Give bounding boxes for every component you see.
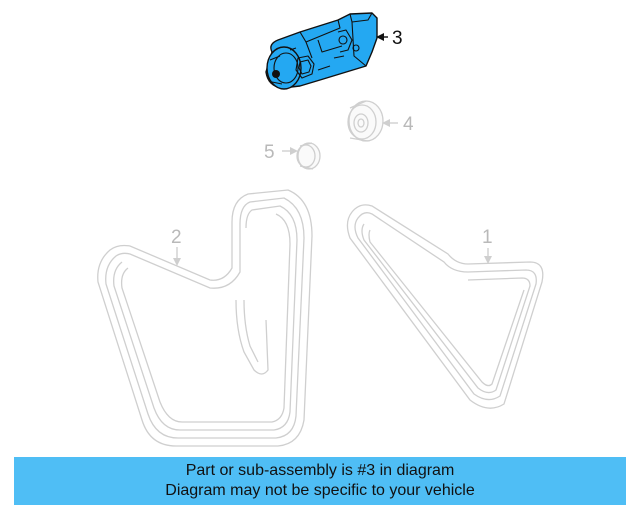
- banner-line-disclaimer: Diagram may not be specific to your vehi…: [165, 482, 475, 499]
- small-pulley[interactable]: [296, 142, 321, 170]
- belt-left[interactable]: [97, 189, 313, 447]
- callout-4-label[interactable]: 4: [403, 114, 414, 135]
- callout-1-leader: [484, 248, 492, 264]
- idler-pulley[interactable]: [347, 100, 384, 142]
- callout-2-leader: [173, 247, 181, 266]
- belt-right[interactable]: [346, 204, 544, 409]
- callout-2-label[interactable]: 2: [171, 227, 182, 248]
- callout-5-leader: [282, 147, 298, 155]
- callout-1-label[interactable]: 1: [482, 227, 493, 248]
- callout-4-leader: [382, 119, 398, 127]
- callout-3-label[interactable]: 3: [392, 28, 403, 49]
- info-banner: Part or sub-assembly is #3 in diagram Di…: [14, 457, 626, 505]
- callout-5-label[interactable]: 5: [264, 142, 275, 163]
- banner-line-part-number: Part or sub-assembly is #3 in diagram: [185, 462, 455, 479]
- tensioner-assembly[interactable]: [265, 12, 378, 90]
- callout-3-leader: [376, 33, 388, 41]
